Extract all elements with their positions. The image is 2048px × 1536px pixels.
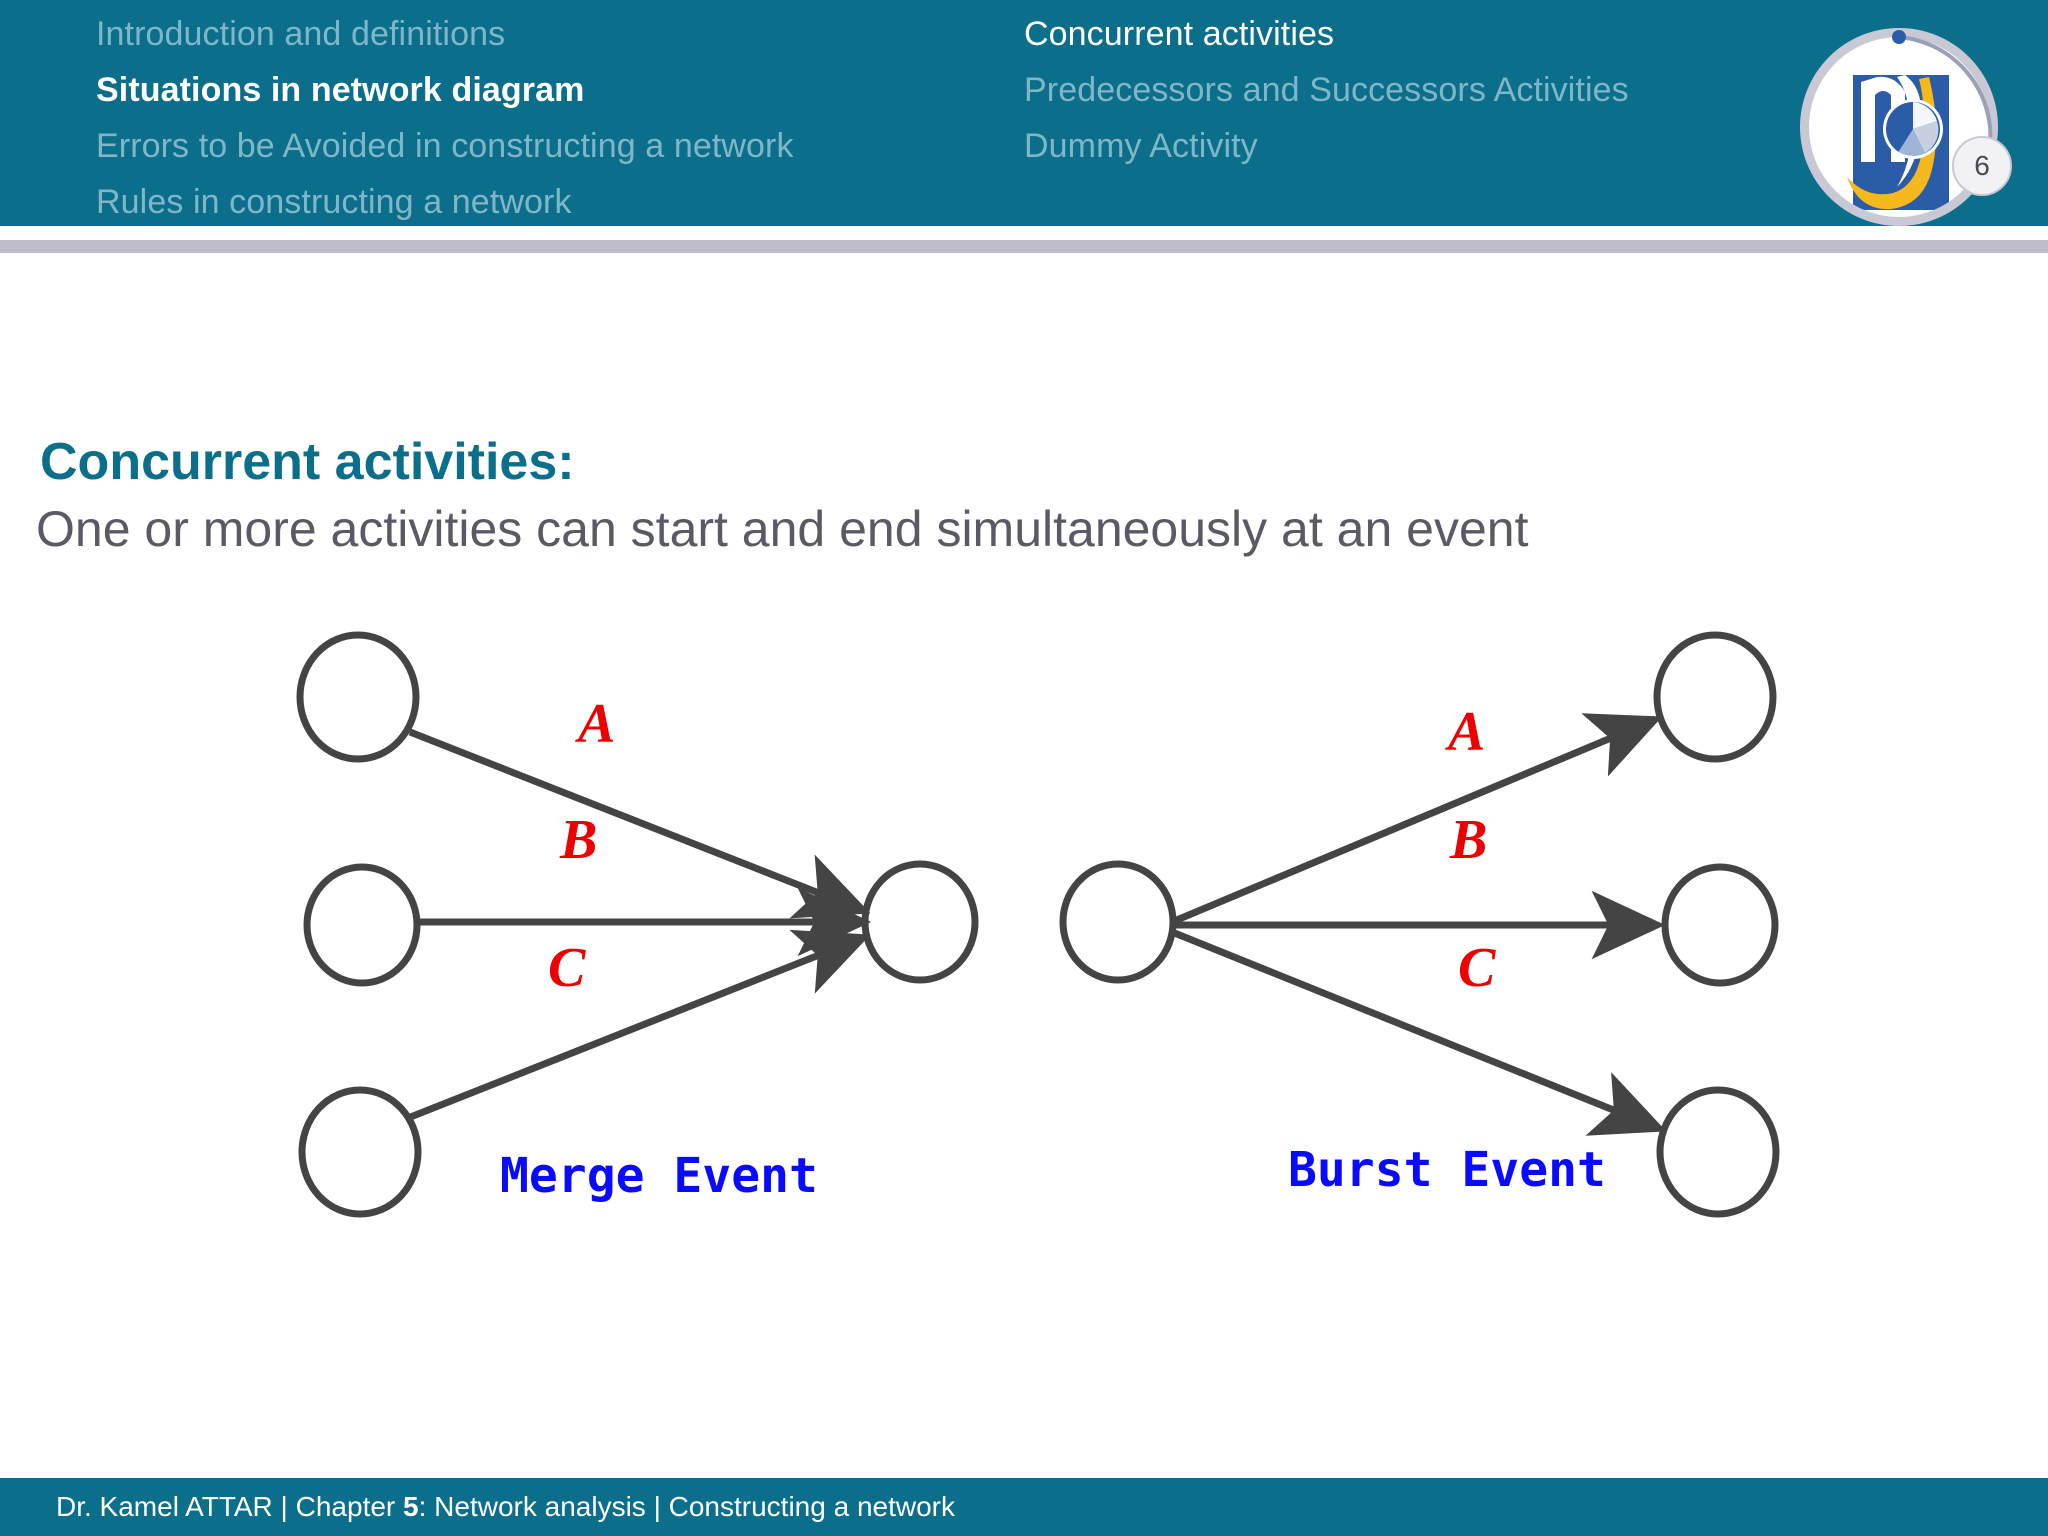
logo-inner-disc (1809, 37, 1989, 217)
toc-column-left: Introduction and definitions Situations … (96, 6, 794, 230)
footer-credit: Dr. Kamel ATTAR | Chapter 5: Network ana… (56, 1491, 955, 1523)
footer-chapter-number: 5 (403, 1491, 419, 1522)
activity-label-a-burst: A (1448, 701, 1486, 763)
event-node[interactable] (296, 631, 420, 763)
page-subtitle: One or more activities can start and end… (36, 501, 1529, 557)
event-node[interactable] (1656, 1086, 1780, 1218)
header-divider (0, 240, 2048, 253)
institution-logo: 6 (1800, 28, 2020, 248)
logo-artwork-icon (1847, 75, 1943, 210)
footer-chapter-rest: : Network analysis | Constructing a netw… (418, 1491, 955, 1522)
burst-source-node[interactable] (1059, 860, 1177, 984)
activity-label-b-merge: B (560, 809, 598, 871)
page-title: Concurrent activities: (40, 433, 575, 491)
event-node[interactable] (303, 863, 421, 987)
merge-event-panel (296, 631, 979, 1218)
edge-c (406, 929, 871, 1122)
network-diagram (296, 631, 1780, 1218)
merge-event-caption: Merge Event (500, 1148, 818, 1204)
toc-item-rules[interactable]: Rules in constructing a network (96, 183, 572, 221)
footer-chapter-prefix: Chapter (295, 1491, 404, 1522)
burst-event-caption: Burst Event (1288, 1142, 1606, 1198)
merge-target-node[interactable] (861, 860, 979, 984)
slide-footer: Dr. Kamel ATTAR | Chapter 5: Network ana… (0, 1478, 2048, 1536)
toc-column-right: Concurrent activities Predecessors and S… (1024, 6, 1629, 174)
activity-label-c-burst: C (1458, 937, 1496, 999)
event-node[interactable] (298, 1086, 422, 1218)
toc-item-introduction[interactable]: Introduction and definitions (96, 15, 506, 53)
activity-label-a-merge: A (578, 693, 616, 755)
slide-header: Introduction and definitions Situations … (0, 0, 2048, 226)
toc-item-errors[interactable]: Errors to be Avoided in constructing a n… (96, 127, 794, 165)
toc-item-concurrent[interactable]: Concurrent activities (1024, 15, 1335, 53)
burst-event-panel (1059, 631, 1780, 1218)
footer-author: Dr. Kamel ATTAR | (56, 1491, 296, 1522)
activity-label-b-burst: B (1450, 809, 1488, 871)
toc-item-dummy[interactable]: Dummy Activity (1024, 127, 1258, 165)
activity-label-c-merge: C (548, 937, 586, 999)
edge-a (408, 728, 871, 919)
event-node[interactable] (1653, 631, 1777, 763)
toc-item-predecessors[interactable]: Predecessors and Successors Activities (1024, 71, 1629, 109)
event-node[interactable] (1661, 863, 1779, 987)
slide-number-badge: 6 (1952, 136, 2012, 196)
edge-c (1170, 928, 1667, 1136)
toc-item-situations[interactable]: Situations in network diagram (96, 71, 585, 109)
edge-a (1170, 713, 1663, 926)
